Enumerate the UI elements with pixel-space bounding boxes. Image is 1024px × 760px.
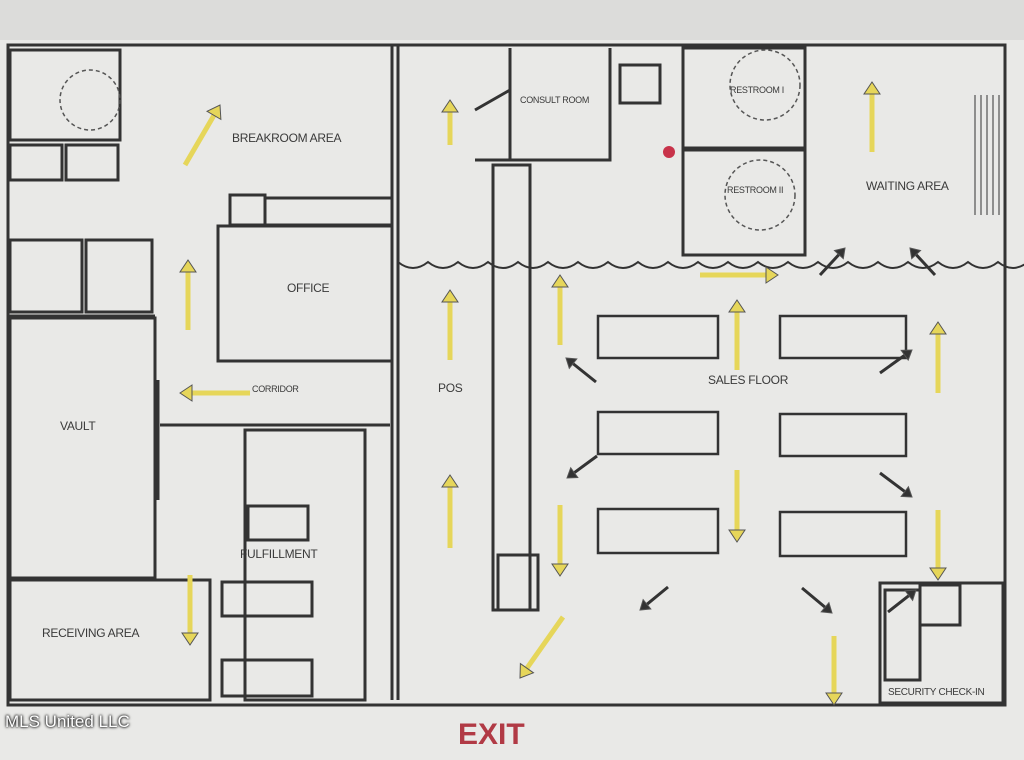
label-consult-room: CONSULT ROOM [520, 95, 589, 105]
exit-route-arrow [818, 247, 846, 277]
exit-route-arrow [879, 471, 913, 498]
exit-route-arrow [179, 259, 197, 330]
exit-route-arrow [909, 247, 937, 277]
exit-route-arrow [551, 274, 569, 345]
label-vault: VAULT [60, 419, 96, 433]
display-table [778, 510, 908, 558]
exit-route-arrow [887, 589, 917, 614]
exit-route-arrow [551, 505, 569, 577]
exit-label: EXIT [458, 718, 525, 751]
exit-route-arrow [825, 636, 843, 706]
display-table [778, 314, 908, 360]
display-table [596, 314, 720, 360]
label-security-check-in: SECURITY CHECK-IN [888, 687, 984, 698]
label-restroom-1: RESTROOM I [730, 85, 784, 95]
exit-route-arrow [929, 321, 947, 393]
exit-route-arrow [700, 266, 779, 284]
exit-route-arrow [863, 81, 881, 152]
label-sales-floor: SALES FLOOR [708, 373, 789, 387]
label-breakroom: BREAKROOM AREA [232, 131, 341, 145]
exit-route-arrow [639, 585, 669, 611]
label-pos: POS [438, 381, 463, 395]
evacuation-arrows [179, 81, 947, 706]
walls [6, 43, 1007, 707]
display-tables [596, 314, 908, 558]
sales-floor-boundary [397, 260, 1024, 269]
exit-route-arrow [181, 575, 199, 646]
watermark: MLS United LLC [5, 712, 130, 731]
vent-grille [974, 95, 1000, 215]
exit-route-arrow [801, 586, 833, 614]
exit-route-arrow [179, 384, 250, 402]
display-table [596, 410, 720, 456]
label-fulfillment: FULFILLMENT [240, 547, 318, 561]
label-office: OFFICE [287, 281, 329, 295]
label-restroom-2: RESTROOM II [727, 185, 783, 195]
exit-route-arrow [929, 510, 947, 581]
exit-route-arrow [441, 474, 459, 548]
display-table [778, 412, 908, 458]
exit-route-arrow [441, 289, 459, 360]
exit-route-arrow [519, 615, 566, 679]
display-table [596, 507, 720, 555]
label-corridor: CORRIDOR [252, 384, 299, 394]
location-marker [663, 146, 675, 158]
exit-route-arrow [728, 299, 746, 370]
label-waiting-area: WAITING AREA [866, 179, 949, 193]
door-swings [59, 49, 801, 231]
exit-route-arrow [441, 99, 459, 145]
exit-route-arrow [566, 454, 598, 479]
exit-route-arrow [728, 470, 746, 543]
exit-route-arrow [565, 357, 597, 384]
exit-route-arrow [182, 104, 222, 167]
exit-route-arrow [879, 349, 913, 375]
label-receiving: RECEIVING AREA [42, 626, 139, 640]
